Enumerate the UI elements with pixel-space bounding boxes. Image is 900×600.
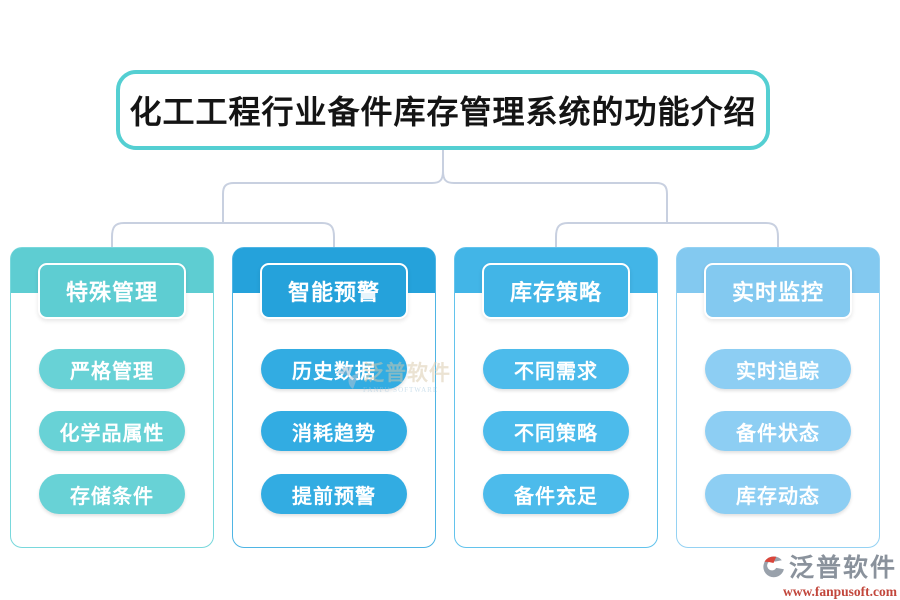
leaf-label: 化学品属性 <box>59 422 165 445</box>
leaf-node: 实时追踪 <box>705 349 851 389</box>
leaf-node: 化学品属性 <box>39 411 185 451</box>
leaf-label: 历史数据 <box>292 360 376 383</box>
branch-title-text: 特殊管理 <box>65 280 158 305</box>
branch-smart-warning: 智能预警 历史数据 消耗趋势 提前预警 <box>232 247 436 548</box>
branch-special-management: 特殊管理 严格管理 化学品属性 存储条件 <box>10 247 214 548</box>
leaf-label: 不同需求 <box>514 360 598 383</box>
branch-title-node: 实时监控 <box>704 263 852 319</box>
leaf-label: 备件状态 <box>736 422 820 445</box>
leaf-label: 提前预警 <box>292 485 376 508</box>
branch-inventory-strategy: 库存策略 不同需求 不同策略 备件充足 <box>454 247 658 548</box>
branch-title-text: 实时监控 <box>731 280 824 305</box>
leaf-node: 提前预警 <box>261 474 407 514</box>
fanpu-logo-icon <box>763 555 784 577</box>
leaf-node: 存储条件 <box>39 474 185 514</box>
leaf-node: 备件状态 <box>705 411 851 451</box>
footer-brand-name: 泛普软件 <box>788 555 897 582</box>
leaf-label: 实时追踪 <box>736 360 820 383</box>
branch-title-node: 特殊管理 <box>38 263 186 319</box>
leaf-node: 消耗趋势 <box>261 411 407 451</box>
leaf-label: 不同策略 <box>514 422 598 445</box>
diagram-title-node: 化工工程行业备件库存管理系统的功能介绍 <box>116 70 770 150</box>
branch-title-node: 库存策略 <box>482 263 630 319</box>
branch-title-text: 库存策略 <box>509 280 602 305</box>
footer-brand-url: www.fanpusoft.com <box>783 584 898 599</box>
diagram-title-text: 化工工程行业备件库存管理系统的功能介绍 <box>129 94 757 130</box>
leaf-node: 严格管理 <box>39 349 185 389</box>
leaf-node: 不同策略 <box>483 411 629 451</box>
branch-title-text: 智能预警 <box>287 280 380 305</box>
footer-brand: 泛普软件 www.fanpusoft.com <box>761 548 897 600</box>
leaf-label: 存储条件 <box>70 485 154 508</box>
leaf-node: 历史数据 <box>261 349 407 389</box>
leaf-node: 不同需求 <box>483 349 629 389</box>
leaf-node: 备件充足 <box>483 474 629 514</box>
leaf-node: 库存动态 <box>705 474 851 514</box>
branch-title-node: 智能预警 <box>260 263 408 319</box>
leaf-label: 消耗趋势 <box>292 422 376 445</box>
leaf-label: 严格管理 <box>70 360 154 383</box>
leaf-label: 备件充足 <box>514 485 598 508</box>
branch-realtime-monitoring: 实时监控 实时追踪 备件状态 库存动态 <box>676 247 880 548</box>
leaf-label: 库存动态 <box>736 485 820 508</box>
